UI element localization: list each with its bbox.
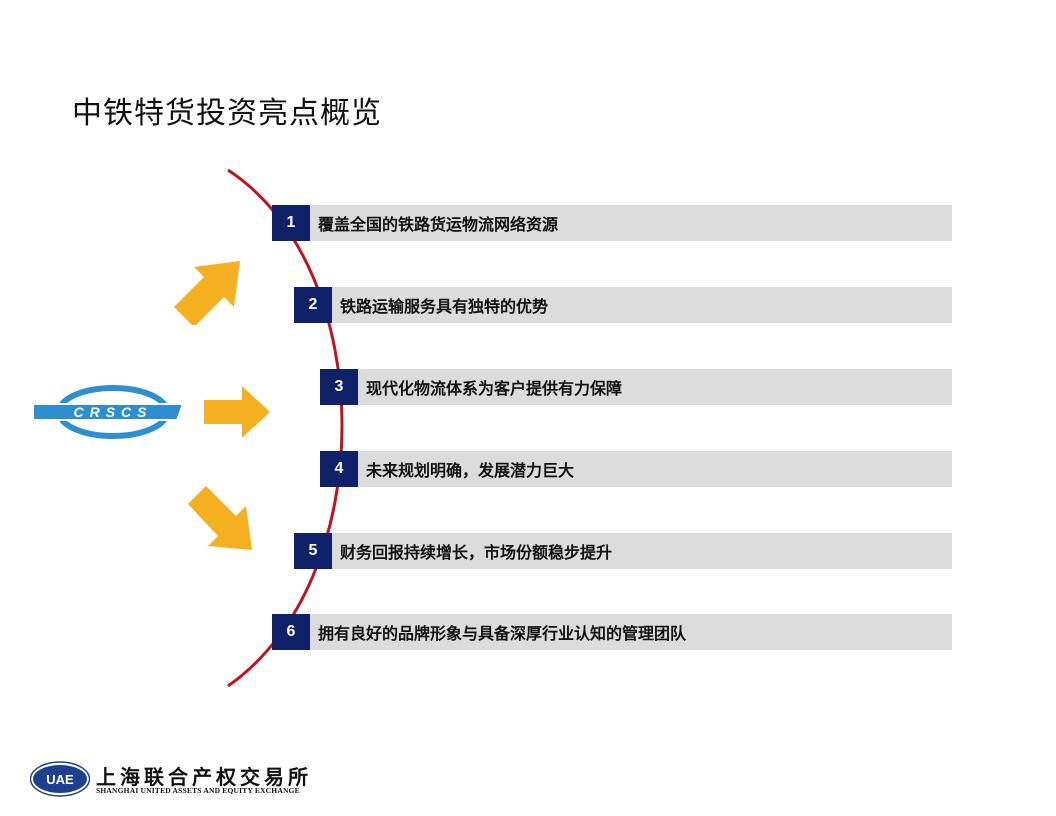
crscs-logo: CRSCS — [34, 385, 192, 439]
highlight-item-3[interactable]: 3 现代化物流体系为客户提供有力保障 — [320, 369, 952, 405]
item-label: 覆盖全国的铁路货运物流网络资源 — [310, 205, 952, 241]
footer-name-en: SHANGHAI UNITED ASSETS AND EQUITY EXCHAN… — [96, 786, 300, 795]
arrow-right-icon — [204, 386, 270, 438]
footer-name-cn: 上海联合产权交易所 — [96, 765, 312, 789]
item-label: 铁路运输服务具有独特的优势 — [332, 287, 952, 323]
page-title: 中铁特货投资亮点概览 — [72, 96, 382, 131]
item-number: 3 — [320, 369, 358, 405]
item-label: 现代化物流体系为客户提供有力保障 — [358, 369, 952, 405]
arrow-down-right-icon — [188, 486, 252, 550]
item-number: 2 — [294, 287, 332, 323]
item-label: 未来规划明确，发展潜力巨大 — [358, 451, 952, 487]
item-label: 拥有良好的品牌形象与具备深厚行业认知的管理团队 — [310, 614, 952, 650]
item-number: 1 — [272, 205, 310, 241]
uae-logo: UAE — [30, 761, 90, 797]
highlight-item-6[interactable]: 6 拥有良好的品牌形象与具备深厚行业认知的管理团队 — [272, 614, 952, 650]
highlight-item-4[interactable]: 4 未来规划明确，发展潜力巨大 — [320, 451, 952, 487]
arrow-up-right-icon — [174, 261, 240, 325]
item-number: 4 — [320, 451, 358, 487]
item-number: 6 — [272, 614, 310, 650]
highlight-item-2[interactable]: 2 铁路运输服务具有独特的优势 — [294, 287, 952, 323]
highlight-item-1[interactable]: 1 覆盖全国的铁路货运物流网络资源 — [272, 205, 952, 241]
crscs-logo-text: CRSCS — [73, 404, 152, 420]
item-label: 财务回报持续增长，市场份额稳步提升 — [332, 533, 952, 569]
highlight-item-5[interactable]: 5 财务回报持续增长，市场份额稳步提升 — [294, 533, 952, 569]
uae-logo-text: UAE — [46, 772, 74, 787]
item-number: 5 — [294, 533, 332, 569]
